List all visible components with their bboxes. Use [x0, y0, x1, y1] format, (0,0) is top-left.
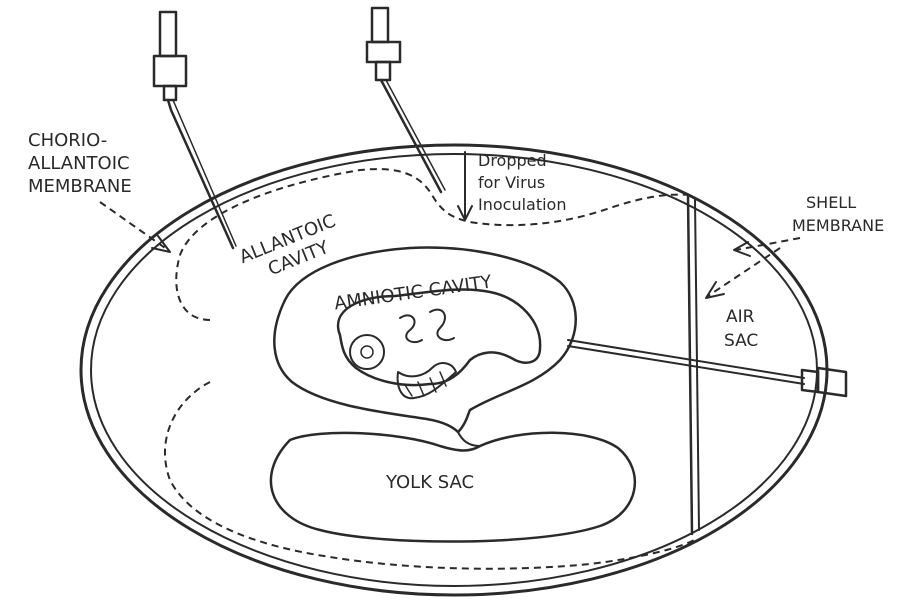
dropped-label-line2: for Virus [478, 173, 545, 192]
shell-label-line1: SHELL [806, 193, 856, 212]
air-sac-membrane-inner [695, 200, 699, 530]
amniotic-label: AMNIOTIC CAVITY [333, 271, 494, 314]
chorio-label-line1: CHORIO- [28, 130, 107, 151]
yolk-label: YOLK SAC [385, 472, 474, 493]
chorio-pointer [100, 202, 168, 250]
chorio-label-line3: MEMBRANE [28, 176, 132, 197]
chorio-label-line2: ALLANTOIC [28, 153, 130, 174]
syringe-dropped [367, 8, 445, 192]
dropped-label-line3: Inoculation [478, 195, 566, 214]
shell-pointer-2 [708, 248, 780, 296]
dropped-label-line1: Dropped [478, 151, 547, 170]
amniotic-cavity [274, 248, 575, 432]
air-label-line1: AIR [726, 307, 755, 327]
syringe-amniotic [568, 340, 846, 396]
air-label-line2: SAC [724, 331, 758, 351]
yolk-stalk [458, 432, 480, 446]
shell-label-line2: MEMBRANE [792, 216, 884, 235]
